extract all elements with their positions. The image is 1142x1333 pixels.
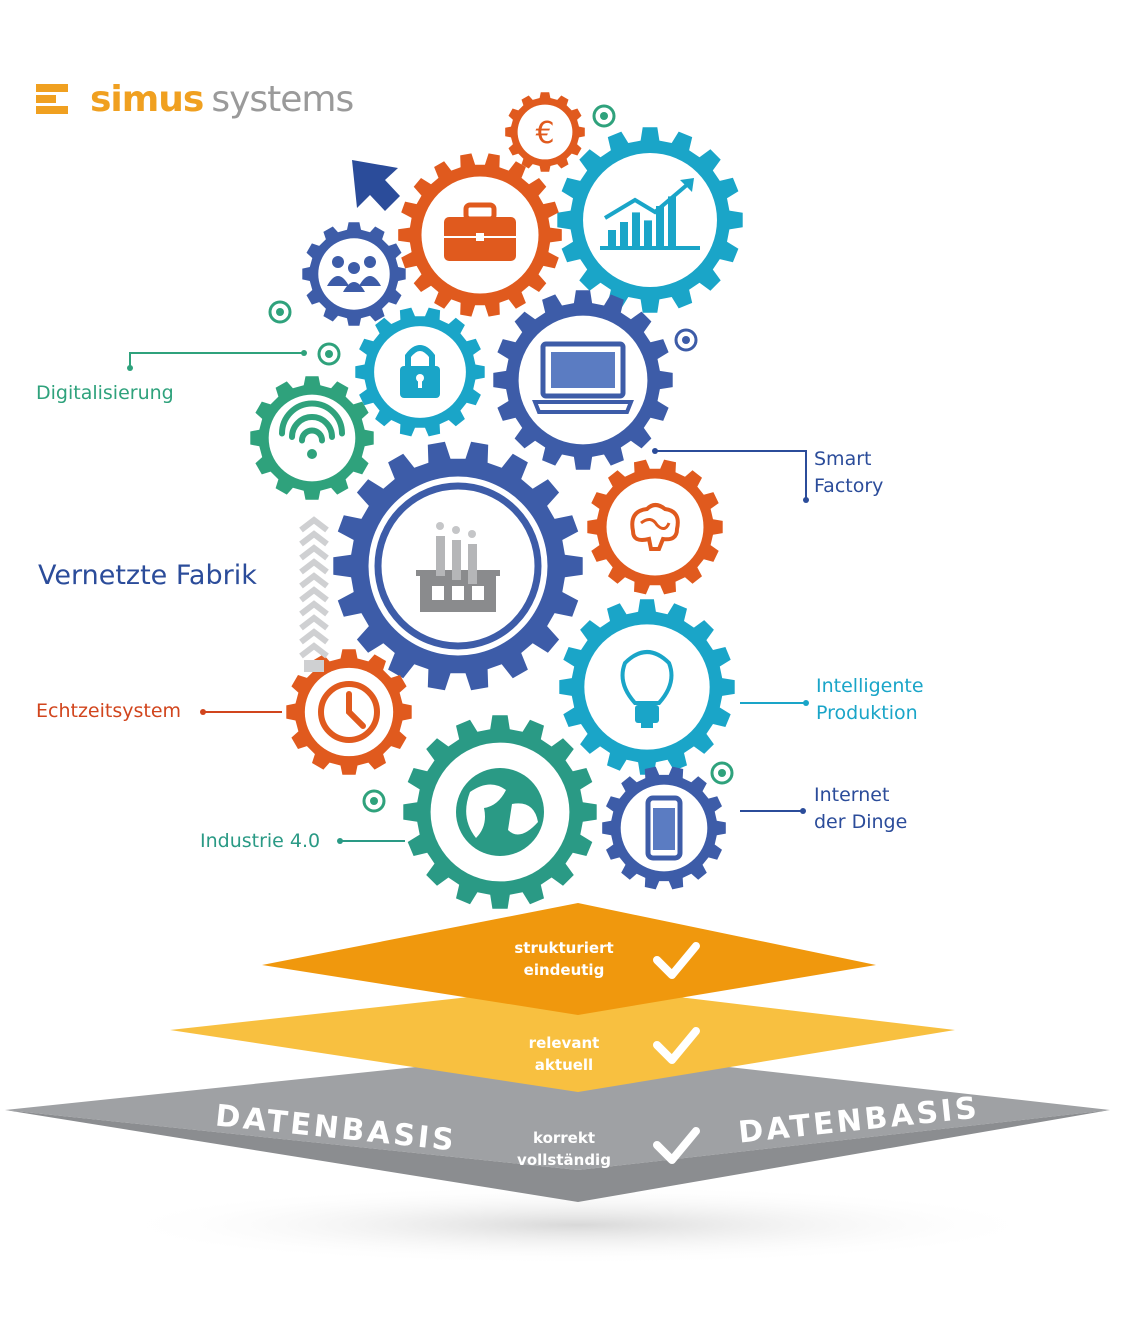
laptop-icon	[532, 341, 634, 414]
gear	[559, 599, 735, 775]
gear	[557, 127, 743, 313]
pyramid-base-layer	[5, 1050, 1110, 1170]
pyramid-base-shade-right	[578, 1110, 1110, 1202]
euro-icon: €	[535, 116, 554, 151]
briefcase-icon	[444, 202, 516, 261]
label-digitalisierung: Digitalisierung	[36, 382, 174, 404]
target-dot	[600, 112, 608, 120]
arrow-up-icon	[352, 160, 400, 211]
gear	[403, 715, 597, 909]
globe-icon	[456, 768, 544, 856]
chevron-up-icon	[299, 614, 329, 631]
chevron-up-icon	[299, 530, 329, 547]
gear	[250, 376, 374, 500]
gear	[355, 307, 485, 437]
target-icon	[362, 789, 386, 813]
target-icon	[317, 342, 341, 366]
target-icon	[268, 300, 292, 324]
simus-systems-logo: simus systems	[36, 74, 354, 124]
check-icon	[653, 1027, 700, 1064]
chevron-up-icon	[299, 572, 329, 589]
gear	[398, 153, 562, 317]
gear	[493, 290, 673, 470]
brain-icon	[630, 503, 680, 551]
target-dot	[325, 350, 333, 358]
chevron-up-icon	[299, 544, 329, 561]
logo-mark-icon	[36, 84, 68, 114]
chevron-up-icon	[299, 558, 329, 575]
chevron-up-icon	[299, 586, 329, 603]
clock-icon	[318, 681, 380, 743]
pyramid-base-shade	[5, 1110, 578, 1202]
lightbulb-icon	[620, 650, 674, 728]
chevron-up-icon	[299, 600, 329, 617]
gear	[286, 649, 412, 775]
check-icon	[653, 1127, 700, 1164]
label-industrie-4-0: Industrie 4.0	[200, 830, 321, 852]
chevron-up-icon	[299, 628, 329, 645]
check-icon	[653, 942, 700, 979]
gear	[602, 766, 726, 890]
logo-word-systems: systems	[211, 78, 354, 120]
target-icon	[592, 104, 616, 128]
chevron-column-icon	[299, 516, 329, 672]
pyramid-top-layer	[262, 903, 876, 1015]
gear	[587, 459, 723, 595]
factory-inner-ring	[374, 482, 542, 650]
target-dot	[370, 797, 378, 805]
ground-shadow	[108, 1185, 1048, 1265]
factory-icon	[416, 522, 500, 612]
gear	[302, 222, 406, 326]
target-dot	[718, 769, 726, 777]
smartphone-icon	[645, 795, 683, 861]
label-echtzeitsystem: Echtzeitsystem	[36, 700, 182, 722]
target-dot	[682, 336, 690, 344]
pyramid-middle-layer	[170, 985, 955, 1092]
padlock-icon	[400, 345, 440, 398]
logo-word-simus: simus	[90, 78, 204, 120]
gear: €	[505, 92, 585, 172]
svg-text:€: €	[535, 116, 554, 151]
target-icon	[674, 328, 698, 352]
wifi-icon	[279, 400, 345, 459]
gear	[333, 441, 583, 691]
target-icon	[710, 761, 734, 785]
chevron-up-icon	[299, 516, 329, 533]
center-label: Vernetzte Fabrik	[38, 560, 257, 591]
chevron-up-icon	[299, 642, 329, 659]
growth-chart-icon	[600, 178, 700, 250]
target-dot	[276, 308, 284, 316]
target-markers	[268, 104, 734, 813]
connector-lines	[127, 350, 809, 844]
gear-cluster: €	[250, 92, 743, 909]
team-icon	[327, 256, 381, 292]
